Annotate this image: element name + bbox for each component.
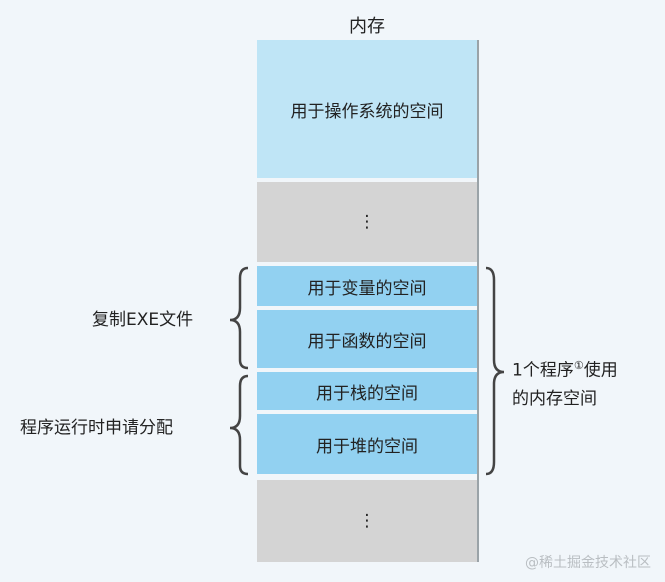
program-memory-label: 1个程序①使用 的内存空间	[512, 352, 618, 413]
program-memory-text-3: 的内存空间	[512, 388, 597, 409]
copy-exe-label: 复制EXE文件	[92, 310, 194, 330]
unused-space-block: ⋮	[257, 182, 477, 262]
variable-space-block: 用于变量的空间	[257, 266, 477, 306]
unused-space-block-bottom: ⋮	[257, 480, 477, 562]
stack-space-block: 用于栈的空间	[257, 372, 477, 410]
memory-column: 用于操作系统的空间 ⋮ 用于变量的空间 用于函数的空间 用于栈的空间 用于堆的空…	[257, 40, 479, 562]
left-brace-runtime	[229, 374, 249, 476]
memory-title: 内存	[349, 16, 385, 37]
os-space-block: 用于操作系统的空间	[257, 40, 477, 178]
left-brace-exe	[229, 266, 249, 370]
program-memory-text-1: 1个程序	[512, 360, 574, 381]
footnote-marker: ①	[573, 359, 584, 372]
function-space-block: 用于函数的空间	[257, 310, 477, 368]
heap-space-block: 用于堆的空间	[257, 414, 477, 474]
watermark: @稀土掘金技术社区	[525, 555, 651, 571]
right-brace-program	[485, 266, 505, 476]
runtime-alloc-label: 程序运行时申请分配	[20, 418, 173, 438]
program-memory-text-2: 使用	[583, 360, 618, 381]
